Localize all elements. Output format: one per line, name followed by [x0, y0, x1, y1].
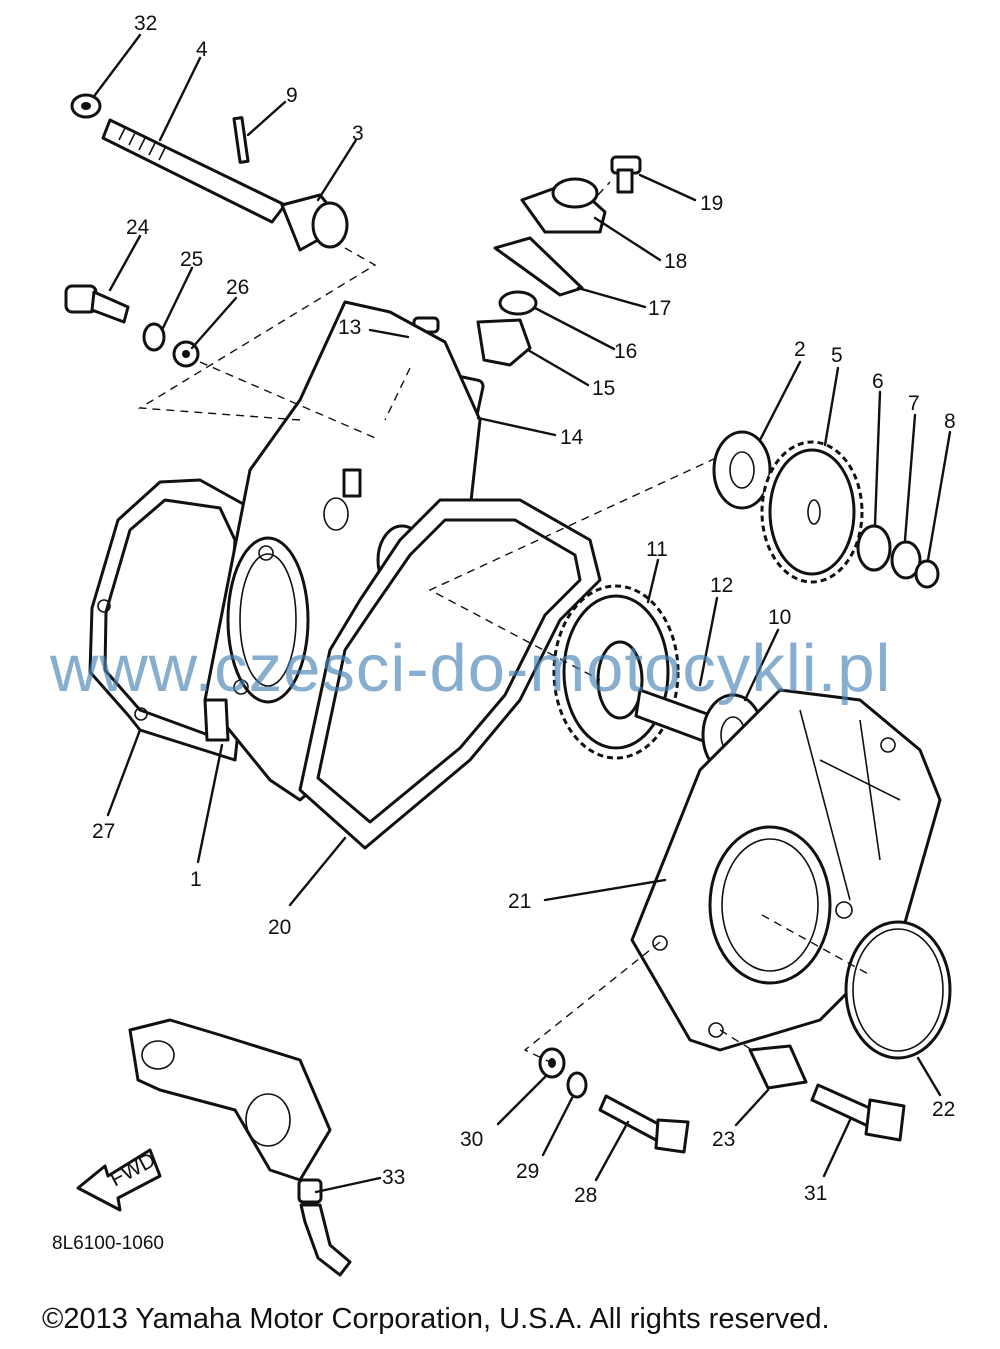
- label-15: 15: [592, 377, 615, 400]
- gasket-17: [493, 236, 584, 297]
- label-6: 6: [872, 370, 884, 393]
- site-watermark: www.czesci-do-motocykli.pl: [50, 631, 892, 706]
- label-1: 1: [190, 868, 202, 891]
- label-2: 2: [794, 338, 806, 361]
- water-outlet-assembly: [128, 1018, 352, 1277]
- label-16: 16: [614, 340, 637, 363]
- seal-16: [498, 290, 538, 316]
- drive-shaft: [70, 93, 349, 252]
- washer-6: [856, 524, 892, 572]
- label-20: 20: [268, 916, 291, 939]
- label-14: 14: [560, 426, 584, 449]
- housing-bore: [226, 536, 310, 704]
- outlet-elbow: [128, 1018, 332, 1182]
- bolt-24: [90, 290, 130, 324]
- bushing-15: [476, 318, 532, 367]
- lockwasher-29: [566, 1071, 588, 1099]
- label-4: 4: [196, 38, 208, 61]
- washer-7: [890, 540, 922, 580]
- sprocket-assembly: [712, 430, 940, 589]
- bolt-28: [598, 1094, 664, 1142]
- fwd-arrow: FWD: [76, 1148, 162, 1212]
- label-33: 33: [382, 1166, 405, 1189]
- label-31: 31: [804, 1182, 827, 1205]
- bearing-2: [712, 430, 772, 510]
- label-26: 26: [226, 276, 249, 299]
- hose-33: [299, 1203, 352, 1277]
- label-25: 25: [180, 248, 203, 271]
- o-ring-22: [844, 920, 952, 1060]
- gasket-20-group: [298, 498, 602, 850]
- label-5: 5: [831, 344, 843, 367]
- diagram-code: 8L6100-1060: [52, 1233, 164, 1254]
- collar-23: [748, 1044, 808, 1090]
- label-28: 28: [574, 1184, 597, 1207]
- assembly-guide-lines: [137, 181, 871, 1063]
- label-7: 7: [908, 392, 920, 415]
- shaft-4: [101, 118, 287, 224]
- label-23: 23: [712, 1128, 735, 1151]
- label-13: 13: [338, 316, 361, 339]
- label-30: 30: [460, 1128, 483, 1151]
- label-22: 22: [932, 1098, 955, 1121]
- bolt-19: [616, 168, 634, 194]
- label-29: 29: [516, 1160, 539, 1183]
- bottom-hardware: [538, 1044, 906, 1154]
- label-3: 3: [352, 122, 364, 145]
- part-labels: 32 4 9 3 24 25 26 13 19 18 17 16 15 14 2…: [92, 12, 956, 1207]
- label-10: 10: [768, 606, 791, 629]
- label-19: 19: [700, 192, 723, 215]
- bolt-31: [810, 1083, 876, 1128]
- circlip-8: [914, 559, 940, 589]
- label-8: 8: [944, 410, 956, 433]
- copyright-notice: ©2013 Yamaha Motor Corporation, U.S.A. A…: [42, 1303, 830, 1335]
- label-12: 12: [710, 574, 733, 597]
- washer-25: [142, 322, 166, 352]
- label-24: 24: [126, 216, 150, 239]
- label-18: 18: [664, 250, 687, 273]
- label-21: 21: [508, 890, 531, 913]
- label-11: 11: [646, 538, 668, 561]
- label-27: 27: [92, 820, 115, 843]
- cover-assembly: [630, 688, 952, 1060]
- leader-lines: [93, 33, 952, 1194]
- label-17: 17: [648, 297, 671, 320]
- pin-9: [232, 116, 250, 164]
- label-32: 32: [134, 12, 157, 35]
- label-9: 9: [286, 84, 298, 107]
